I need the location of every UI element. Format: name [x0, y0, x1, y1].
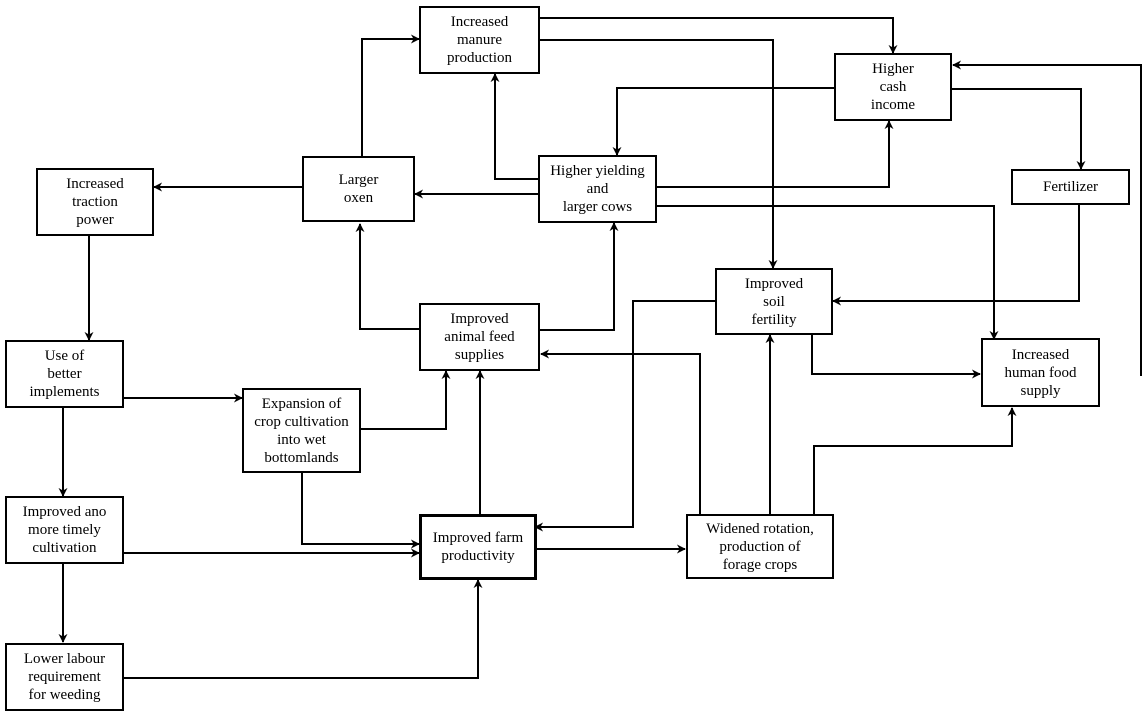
edge-cows-cash: [656, 120, 894, 188]
node-label: Increased human food supply: [1004, 346, 1077, 399]
node-expansion-of-crop-cultivation: Expansion of crop cultivation into wet b…: [242, 388, 361, 473]
node-label: Expansion of crop cultivation into wet b…: [254, 395, 349, 466]
edge-soil-food: [811, 334, 981, 379]
node-improved-animal-feed-supplies: Improved animal feed supplies: [419, 303, 540, 371]
node-fertilizer: Fertilizer: [1011, 169, 1130, 205]
node-label: Use of better implements: [29, 348, 100, 400]
node-improved-soil-fertility: Improved soil fertility: [715, 268, 833, 335]
node-improved-farm-productivity: Improved farm productivity: [419, 514, 537, 580]
edge-cows-manure: [490, 73, 538, 180]
node-label: Improved soil fertility: [744, 275, 804, 328]
node-increased-manure-production: Increased manure production: [419, 6, 540, 74]
node-higher-yielding-larger-cows: Higher yielding and larger cows: [538, 155, 657, 223]
node-larger-oxen: Larger oxen: [302, 156, 415, 222]
edge-rotation-food: [813, 407, 1017, 514]
edge-cash-cows: [612, 87, 834, 156]
node-label: Improved ano more timely cultivation: [22, 504, 107, 556]
edge-soil-productivity: [534, 300, 716, 532]
node-label: Fertilizer: [1043, 179, 1098, 195]
node-label: Increased traction power: [66, 176, 124, 228]
edge-expansion-productivity: [301, 472, 420, 549]
edge-manure-cash: [538, 17, 898, 54]
edge-feed-cows: [539, 222, 619, 331]
node-label: Lower labour requirement for weeding: [23, 651, 106, 703]
node-label: Larger oxen: [338, 172, 379, 206]
edge-fertilizer-soil: [832, 204, 1080, 306]
edge-food-cash: [952, 60, 1142, 376]
node-label: Higher yielding and larger cows: [550, 163, 645, 215]
edge-expansion-feed: [361, 370, 451, 430]
node-increased-human-food-supply: Increased human food supply: [981, 338, 1100, 407]
node-label: Improved farm productivity: [432, 530, 524, 564]
node-higher-cash-income: Higher cash income: [834, 53, 952, 121]
edge-feed-oxen: [355, 223, 420, 330]
edge-manure-soil: [538, 39, 778, 269]
edge-cash-fertilizer: [950, 88, 1086, 170]
node-lower-labour-requirement: Lower labour requirement for weeding: [5, 643, 124, 711]
edge-labour-productivity: [123, 579, 483, 679]
node-label: Higher cash income: [870, 61, 916, 113]
node-label: Increased manure production: [447, 14, 512, 66]
edge-cows-food: [656, 205, 999, 340]
edge-rotation-feed: [540, 349, 701, 514]
node-label: Widened rotation, production of forage c…: [706, 520, 814, 573]
node-label: Improved animal feed supplies: [444, 311, 515, 363]
edge-oxen-manure: [361, 34, 420, 157]
node-use-of-better-implements: Use of better implements: [5, 340, 124, 408]
node-increased-traction-power: Increased traction power: [36, 168, 154, 236]
node-improved-timely-cultivation: Improved ano more timely cultivation: [5, 496, 124, 564]
node-widened-rotation-forage-crops: Widened rotation, production of forage c…: [686, 514, 834, 579]
